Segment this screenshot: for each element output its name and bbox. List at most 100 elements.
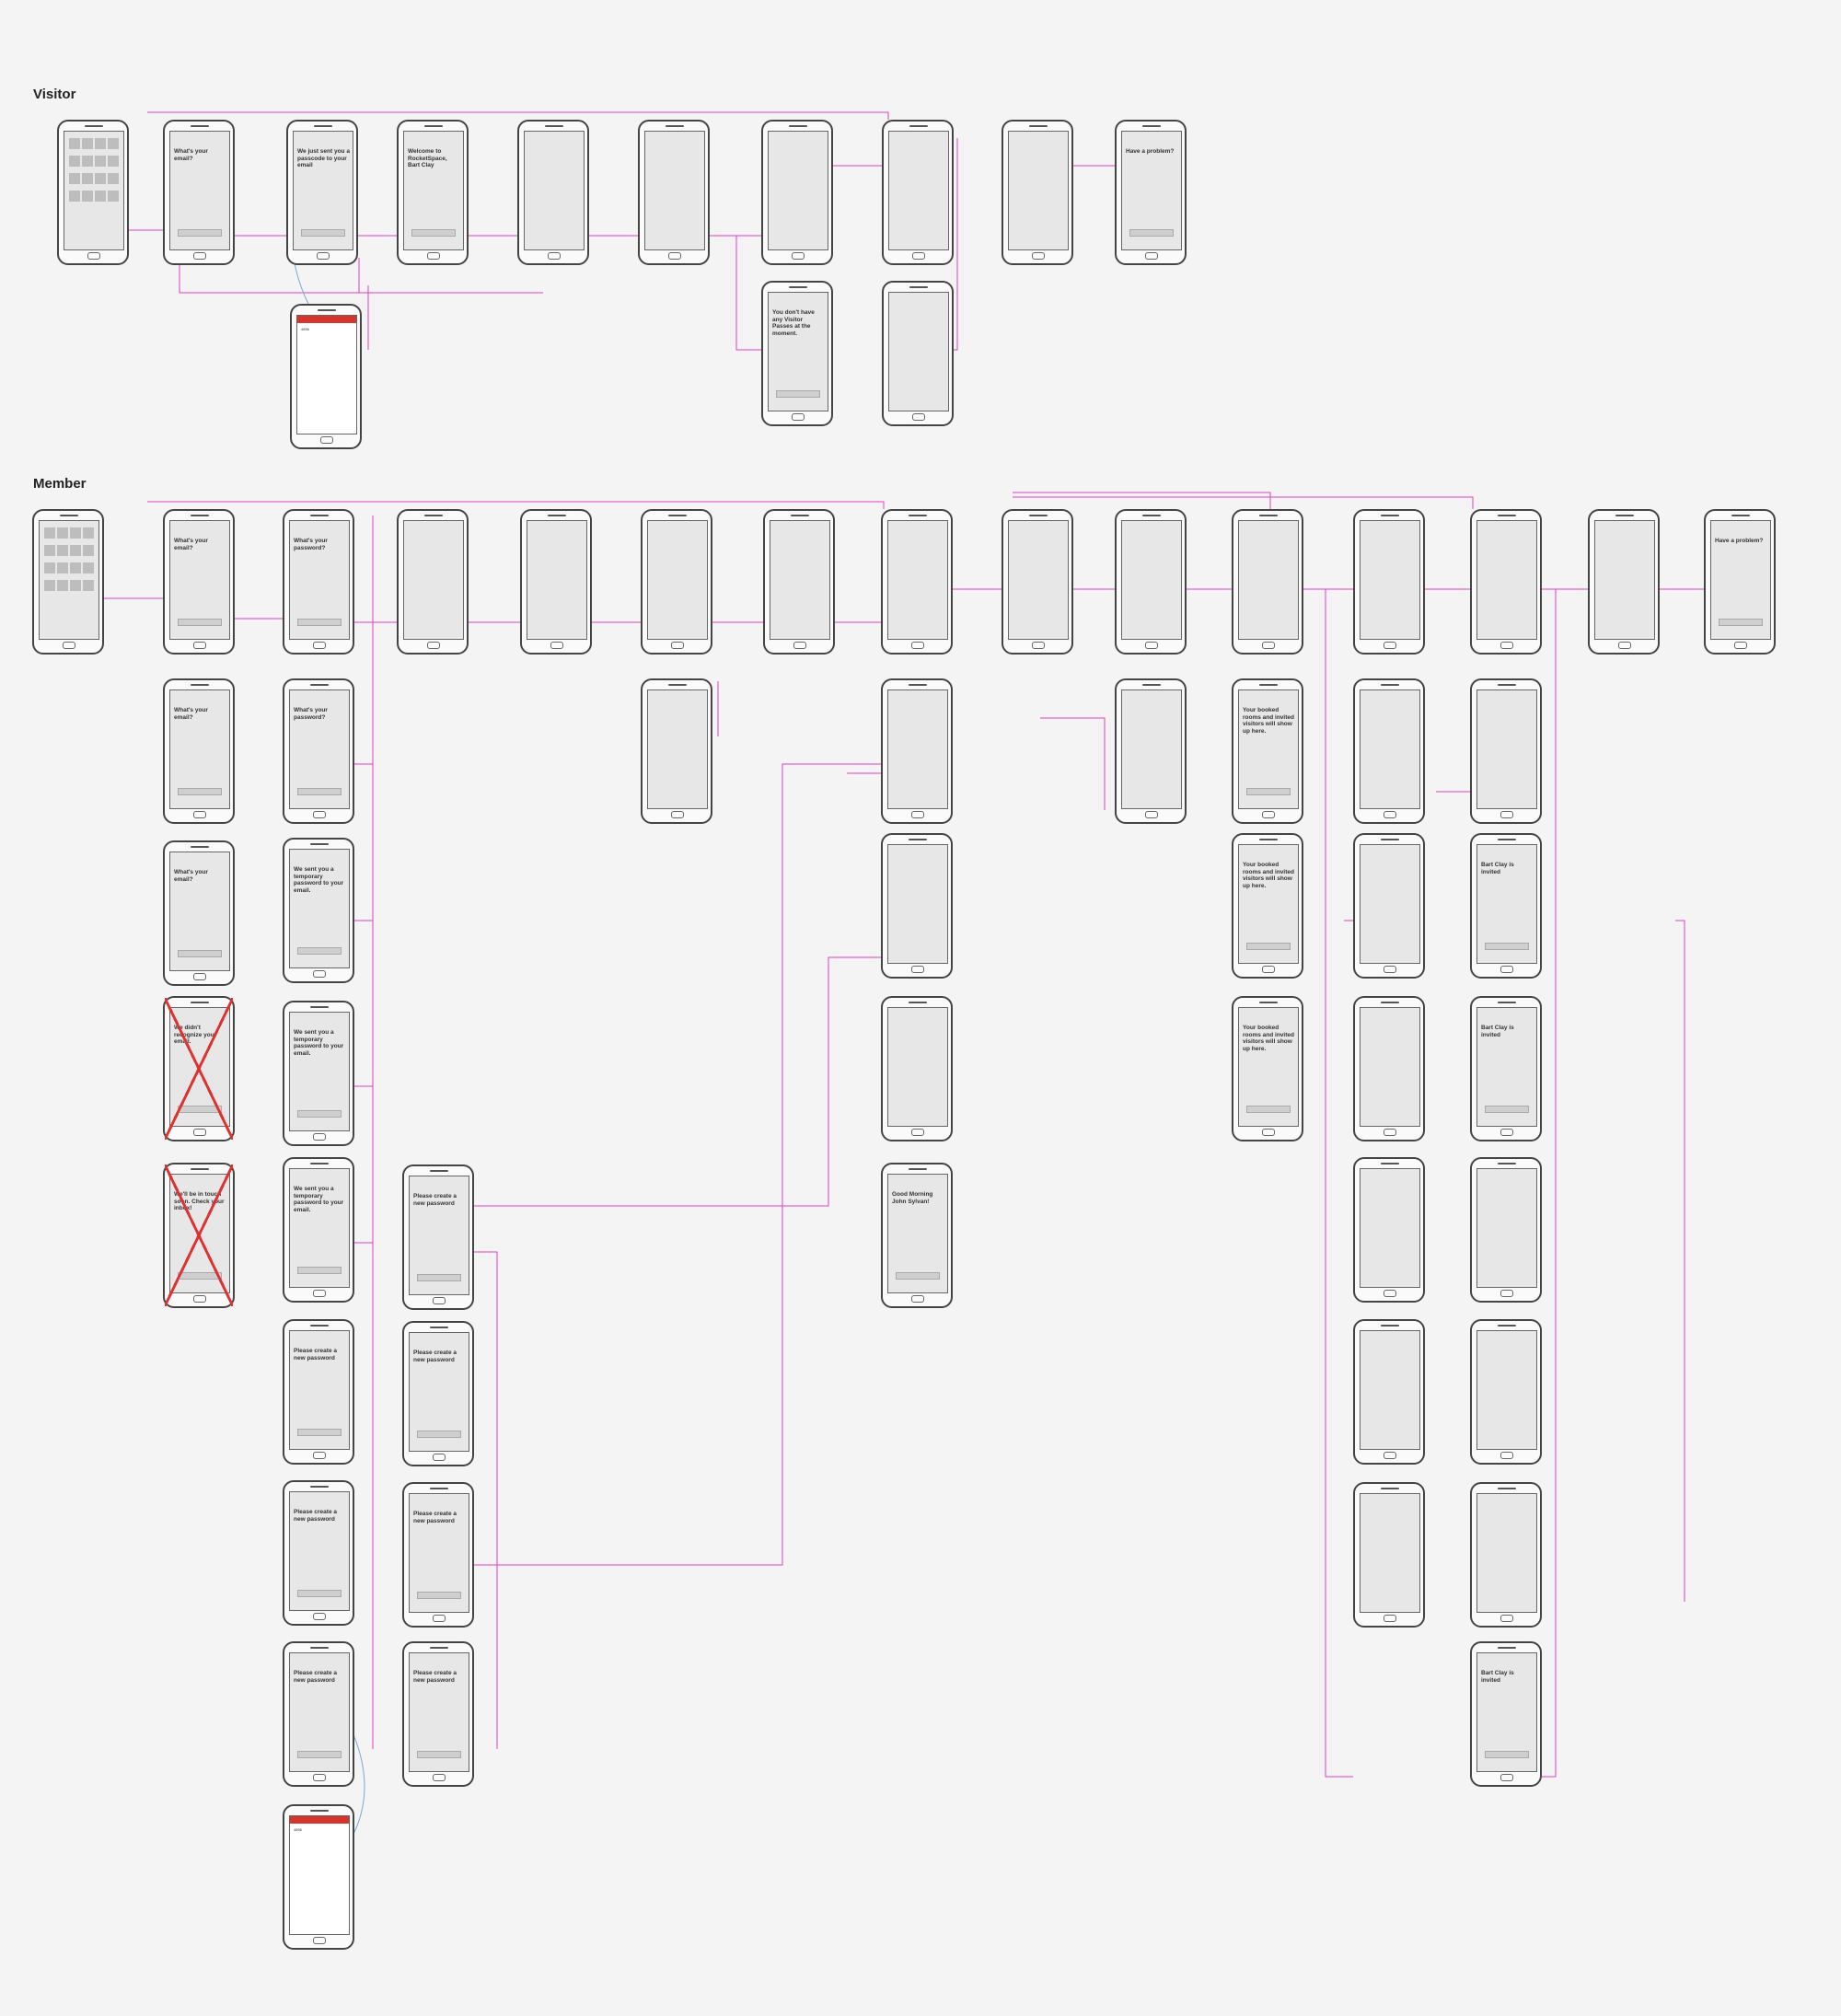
screen-heading: Please create a new password (294, 1348, 337, 1361)
action-button (178, 1106, 222, 1113)
screen-area (1360, 520, 1420, 640)
screen-area: Welcome to RocketSpace, Bart Clay (403, 131, 464, 250)
home-button-icon (911, 642, 924, 649)
screen-area: Your booked rooms and invited visitors w… (1238, 1007, 1299, 1127)
screen-mockup: What's your email? (163, 120, 235, 265)
action-button (297, 788, 342, 795)
screen-area (1476, 1493, 1537, 1613)
home-button-icon (911, 966, 924, 973)
screen-area (647, 520, 708, 640)
screen-heading: Please create a new password (294, 1670, 337, 1684)
home-button-icon (912, 252, 925, 260)
screen-mockup (520, 509, 592, 655)
screen-area (1008, 131, 1069, 250)
speaker-grille (1498, 1163, 1516, 1164)
home-button-icon (1262, 811, 1275, 818)
screen-area (644, 131, 705, 250)
screen-area (1594, 520, 1655, 640)
speaker-grille (1498, 515, 1516, 516)
screen-mockup: What's your password? (283, 509, 354, 655)
action-button (178, 619, 222, 626)
screen-area (1238, 520, 1299, 640)
home-button-icon (317, 252, 330, 260)
home-button-icon (911, 1129, 924, 1136)
screen-heading: 4896 (301, 327, 309, 331)
screen-area: What's your password? (289, 520, 350, 640)
screen-area: Your booked rooms and invited visitors w… (1238, 844, 1299, 964)
speaker-grille (424, 125, 443, 127)
speaker-grille (545, 125, 563, 127)
screen-area (1360, 1168, 1420, 1288)
screen-area (647, 689, 708, 809)
screen-area (39, 520, 99, 640)
screen-mockup (1353, 1319, 1425, 1465)
screen-area: 4896 (289, 1815, 350, 1935)
app-grid-icon (68, 137, 120, 207)
home-button-icon (1500, 642, 1513, 649)
home-button-icon (1500, 1452, 1513, 1459)
speaker-grille (1498, 1647, 1516, 1649)
screen-mockup (517, 120, 589, 265)
screen-area: Please create a new password (289, 1652, 350, 1772)
home-button-icon (1384, 966, 1396, 973)
screen-mockup (763, 509, 835, 655)
action-button (411, 229, 456, 237)
app-grid-icon (43, 527, 95, 597)
speaker-grille (1381, 1488, 1399, 1489)
screen-mockup: Bart Clay is invited (1470, 1641, 1542, 1787)
home-button-icon (1145, 811, 1158, 818)
speaker-grille (1615, 515, 1634, 516)
home-button-icon (313, 1613, 326, 1620)
action-button (417, 1592, 461, 1599)
screen-area: We just sent you a passcode to your emai… (293, 131, 353, 250)
screen-area (770, 520, 830, 640)
speaker-grille (791, 515, 809, 516)
screen-mockup (1470, 678, 1542, 824)
speaker-grille (1142, 125, 1161, 127)
screen-heading: We'll be in touch soon. Check your inbox… (174, 1191, 225, 1211)
speaker-grille (191, 515, 209, 516)
screen-heading: Please create a new password (413, 1670, 457, 1684)
home-button-icon (1262, 642, 1275, 649)
home-button-icon (433, 1454, 446, 1461)
screen-mockup (1353, 996, 1425, 1141)
action-button (297, 1751, 342, 1758)
speaker-grille (310, 1325, 329, 1327)
screen-mockup (1002, 509, 1073, 655)
speaker-grille (789, 286, 807, 288)
speaker-grille (310, 843, 329, 845)
screen-heading: What's your email? (174, 538, 208, 551)
screen-mockup: Please create a new password (402, 1641, 474, 1787)
speaker-grille (430, 1488, 448, 1489)
screen-area: Please create a new password (409, 1652, 469, 1772)
home-button-icon (1145, 642, 1158, 649)
screen-area (887, 689, 948, 809)
screen-mockup: We'll be in touch soon. Check your inbox… (163, 1163, 235, 1308)
screen-mockup: Please create a new password (402, 1482, 474, 1628)
screen-area (64, 131, 124, 250)
screen-heading: Your booked rooms and invited visitors w… (1243, 1025, 1294, 1052)
screen-mockup: Please create a new password (283, 1480, 354, 1626)
speaker-grille (1029, 125, 1048, 127)
speaker-grille (1381, 1002, 1399, 1003)
screen-heading: 4896 (294, 1827, 302, 1832)
screen-mockup: 4896 (283, 1804, 354, 1950)
speaker-grille (310, 1647, 329, 1649)
screen-mockup (397, 509, 469, 655)
action-button (1246, 1106, 1291, 1113)
screen-mockup (881, 833, 953, 979)
speaker-grille (789, 125, 807, 127)
screen-area (524, 131, 585, 250)
screen-area: What's your email? (169, 131, 230, 250)
screen-area (887, 520, 948, 640)
home-button-icon (792, 252, 805, 260)
speaker-grille (1498, 1002, 1516, 1003)
screen-area (1476, 520, 1537, 640)
screen-mockup (32, 509, 104, 655)
screen-heading: Your booked rooms and invited visitors w… (1243, 707, 1294, 735)
screen-area (403, 520, 464, 640)
screen-mockup (1588, 509, 1660, 655)
screen-mockup: What's your email? (163, 509, 235, 655)
home-button-icon (1500, 811, 1513, 818)
screen-mockup: Good Morning John Sylvan! (881, 1163, 953, 1308)
